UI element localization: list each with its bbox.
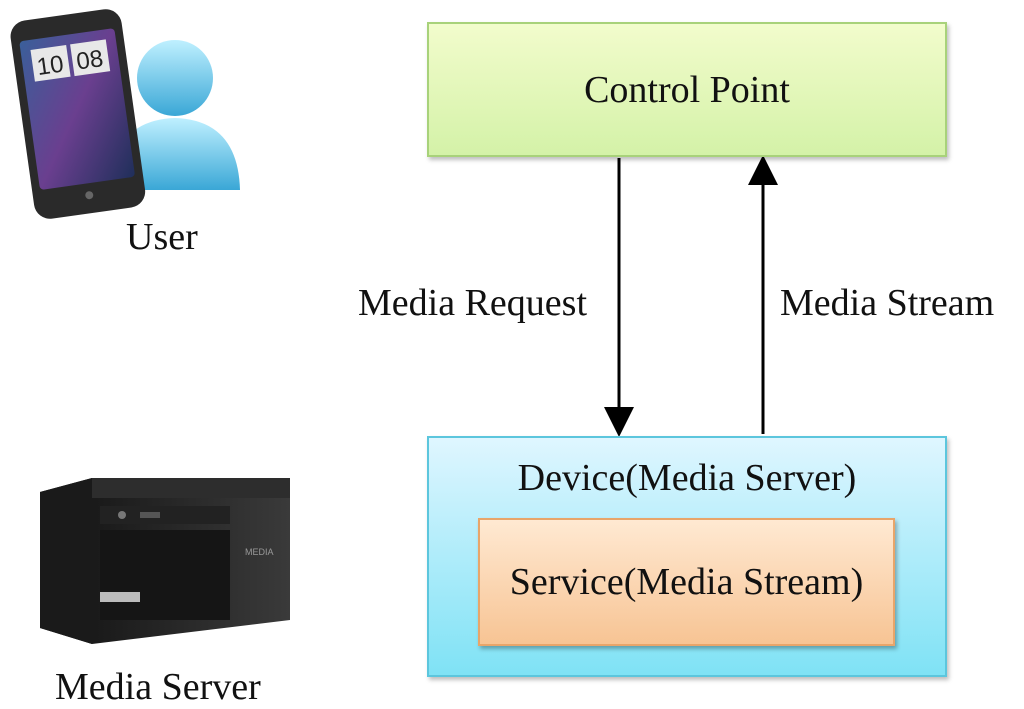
media-server-device-icon: MEDIA bbox=[40, 478, 290, 644]
svg-text:MEDIA: MEDIA bbox=[245, 547, 274, 557]
service-label: Service(Media Stream) bbox=[509, 561, 864, 603]
media-request-label: Media Request bbox=[358, 282, 588, 324]
control-point-label: Control Point bbox=[584, 68, 790, 111]
smartphone-icon: 10 08 bbox=[10, 9, 146, 219]
svg-text:08: 08 bbox=[75, 45, 105, 75]
media-stream-label: Media Stream bbox=[780, 282, 995, 324]
device-label: Device(Media Server) bbox=[517, 457, 857, 499]
user-label: User bbox=[126, 216, 198, 258]
media-server-label: Media Server bbox=[55, 666, 261, 708]
control-point-box: Control Point bbox=[427, 22, 947, 157]
svg-text:10: 10 bbox=[35, 51, 65, 81]
service-box: Service(Media Stream) bbox=[478, 518, 895, 646]
